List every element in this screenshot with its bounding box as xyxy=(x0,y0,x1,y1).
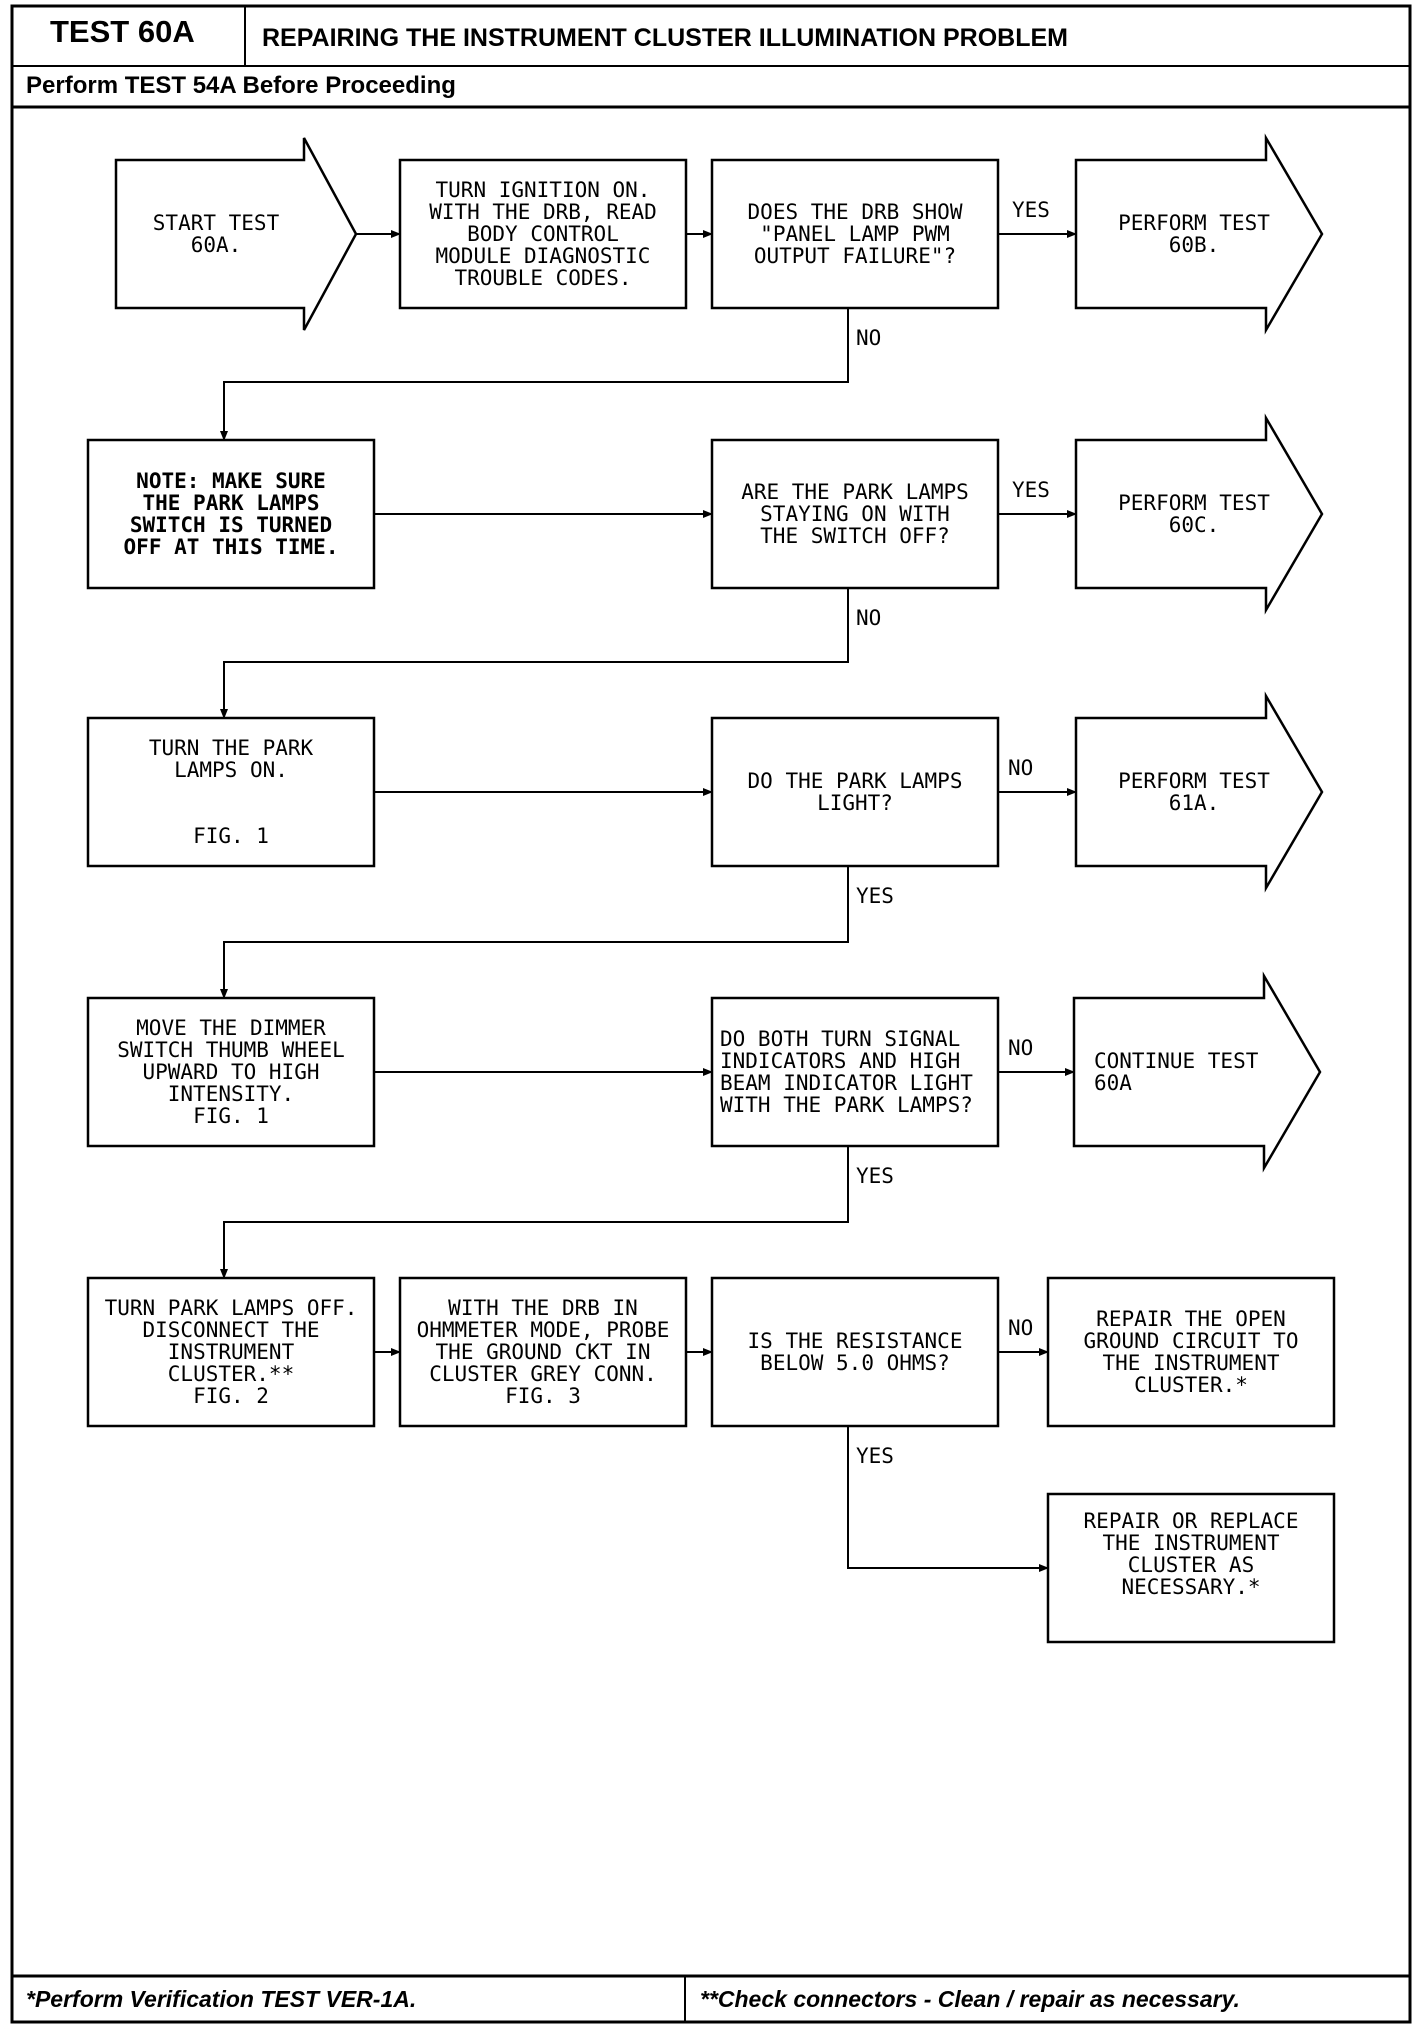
node-q-park-on: ARE THE PARK LAMPS STAYING ON WITH THE S… xyxy=(741,480,969,548)
edge-label-no: NO xyxy=(1008,1036,1034,1060)
node-turn-park-on: TURN THE PARK LAMPS ON. FIG. 1 xyxy=(148,736,314,848)
node-repair-replace: REPAIR OR REPLACE THE INSTRUMENT CLUSTER… xyxy=(1083,1509,1299,1599)
node-q-park-light: DO THE PARK LAMPS LIGHT? xyxy=(747,769,963,815)
outer-frame xyxy=(10,4,1412,2024)
edge-label-yes: YES xyxy=(856,1444,894,1468)
node-turn-park-off: TURN PARK LAMPS OFF. DISCONNECT THE INST… xyxy=(104,1296,358,1408)
node-q-indicators: DO BOTH TURN SIGNAL INDICATORS AND HIGH … xyxy=(720,1027,973,1117)
node-repair-ground: REPAIR THE OPEN GROUND CIRCUIT TO THE IN… xyxy=(1083,1307,1299,1397)
shape-perform-60c xyxy=(1074,413,1324,615)
node-move-dimmer: MOVE THE DIMMER SWITCH THUMB WHEEL UPWAR… xyxy=(117,1016,345,1128)
edge-label-no: NO xyxy=(856,326,882,350)
shape-start xyxy=(114,137,358,331)
edge-label-no: NO xyxy=(1008,1316,1034,1340)
edge-label-yes: YES xyxy=(1012,198,1050,222)
node-continue-60a: CONTINUE TEST 60A xyxy=(1094,1049,1259,1095)
test-id: TEST 60A xyxy=(50,14,195,49)
prerequisite-note: Perform TEST 54A Before Proceeding xyxy=(26,72,456,99)
footer-verification-note: *Perform Verification TEST VER-1A. xyxy=(26,1986,417,2012)
node-turn-ignition: TURN IGNITION ON. WITH THE DRB, READ BOD… xyxy=(429,178,657,290)
node-q-resistance: IS THE RESISTANCE BELOW 5.0 OHMS? xyxy=(747,1329,963,1375)
node-perform-60b: PERFORM TEST 60B. xyxy=(1118,211,1270,257)
footer-connectors-note: **Check connectors - Clean / repair as n… xyxy=(700,1986,1240,2012)
edge-label-no: NO xyxy=(856,606,882,630)
node-perform-61a: PERFORM TEST 61A. xyxy=(1118,769,1270,815)
edge-label-yes: YES xyxy=(856,1164,894,1188)
node-perform-60c: PERFORM TEST 60C. xyxy=(1118,491,1270,537)
shape-perform-61a xyxy=(1074,691,1324,893)
edge-label-no: NO xyxy=(1008,756,1034,780)
node-note-park: NOTE: MAKE SURE THE PARK LAMPS SWITCH IS… xyxy=(123,469,339,559)
page-title: REPAIRING THE INSTRUMENT CLUSTER ILLUMIN… xyxy=(262,24,1068,52)
node-ohmmeter: WITH THE DRB IN OHMMETER MODE, PROBE THE… xyxy=(416,1296,670,1408)
node-start: START TEST 60A. xyxy=(152,211,280,257)
edge-label-yes: YES xyxy=(856,884,894,908)
shape-perform-60b xyxy=(1074,133,1324,335)
edge-label-yes: YES xyxy=(1012,478,1050,502)
node-q-pwm: DOES THE DRB SHOW "PANEL LAMP PWM OUTPUT… xyxy=(747,200,963,268)
shape-continue-60a xyxy=(1072,971,1322,1173)
